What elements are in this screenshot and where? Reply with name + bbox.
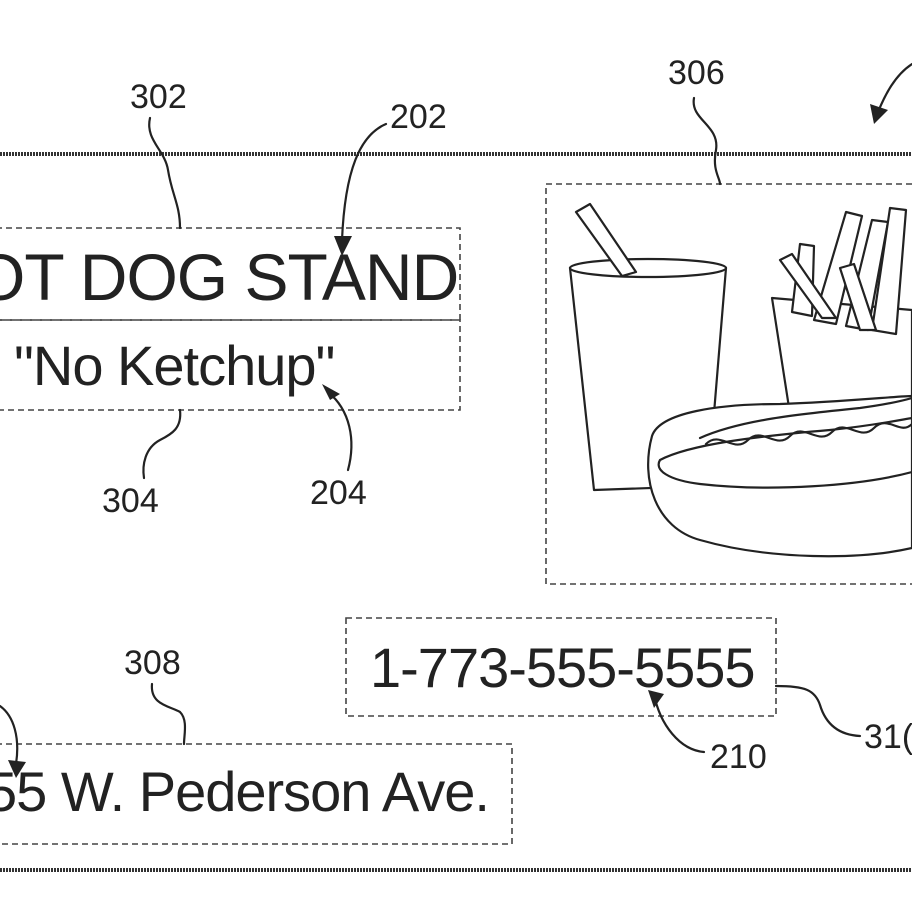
phone-region-box	[345, 617, 777, 717]
arrowhead-204	[322, 384, 340, 400]
ref-304: 304	[102, 482, 159, 520]
ref-310: 31(	[864, 718, 912, 756]
mustard-icon	[704, 422, 912, 446]
ref-202: 202	[390, 98, 447, 136]
ref-306: 306	[668, 54, 725, 92]
ref-210: 210	[710, 738, 767, 776]
arrowhead-202	[334, 236, 352, 256]
title-region-box	[0, 227, 461, 321]
arrowhead-left	[8, 760, 26, 778]
sign-title: OT DOG STAND	[0, 240, 459, 314]
leader-left	[0, 704, 19, 766]
arrowhead-210	[648, 690, 664, 708]
leader-302	[148, 116, 182, 230]
ref-302: 302	[130, 78, 187, 116]
food-illustration	[568, 202, 912, 558]
leader-310	[774, 684, 862, 738]
leader-306	[692, 96, 722, 186]
leader-top-right	[876, 62, 912, 114]
leader-304	[142, 408, 182, 480]
ref-308: 308	[124, 644, 181, 682]
leader-204	[326, 390, 353, 472]
straw-icon	[574, 202, 638, 278]
sign-phone-number: 1-773-555-5555	[370, 636, 756, 699]
address-region-box	[0, 743, 513, 845]
ref-204: 204	[310, 474, 367, 512]
leader-210	[652, 692, 706, 754]
leader-202	[340, 122, 388, 242]
image-region-box	[545, 183, 912, 585]
sign-subtitle: "No Ketchup"	[14, 334, 335, 397]
sign-address: 55 W. Pederson Ave.	[0, 760, 490, 823]
arrowhead-top-right	[870, 104, 888, 124]
leader-308	[150, 682, 187, 746]
subtitle-region-box	[0, 319, 461, 411]
